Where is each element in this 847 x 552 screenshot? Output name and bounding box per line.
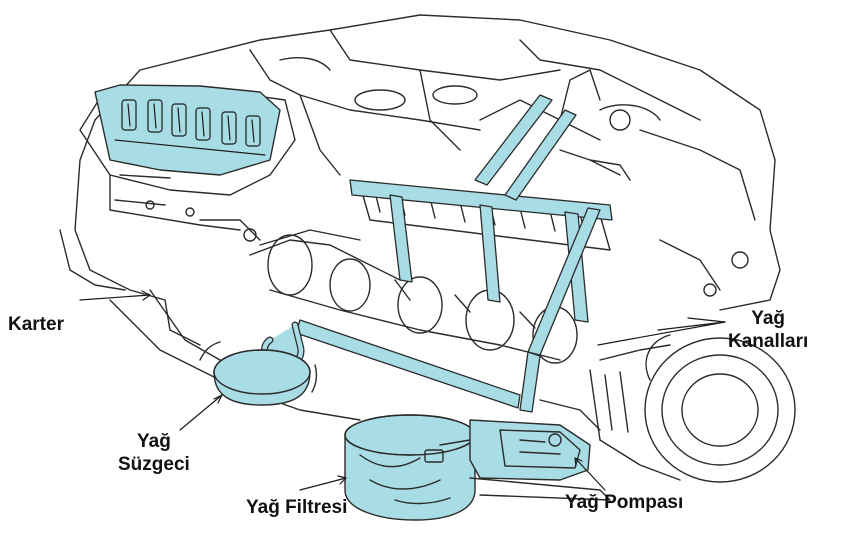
label-yag-filtresi: Yağ Filtresi (246, 497, 348, 518)
label-yag-kanallari: Yağ Kanalları (728, 307, 808, 353)
label-yag-suzgeci-line2: Süzgeci (118, 454, 190, 475)
leader-suzgec (179, 394, 223, 431)
oil-pump (469, 399, 611, 501)
oil-strainer (199, 321, 318, 406)
leader-filtre (299, 477, 347, 491)
cylinder-head (79, 84, 296, 231)
leader-kanallar-1 (657, 321, 726, 331)
label-yag-kanallari-line1: Yağ (751, 308, 786, 329)
label-yag-suzgeci: Yağ Süzgeci (118, 430, 190, 476)
crankshaft (249, 229, 578, 364)
leader-karter (79, 294, 151, 301)
leader-pompa (574, 457, 606, 491)
label-karter: Karter (8, 314, 64, 335)
crank-pulley (589, 334, 796, 483)
oil-filter (344, 414, 501, 521)
oil-galleries (295, 94, 613, 413)
label-yag-suzgeci-line1: Yağ (137, 431, 171, 452)
label-yag-kanallari-line2: Kanalları (728, 331, 809, 352)
label-yag-pompasi: Yağ Pompası (565, 492, 684, 513)
leader-lines (79, 290, 726, 491)
engine-block (59, 14, 781, 421)
